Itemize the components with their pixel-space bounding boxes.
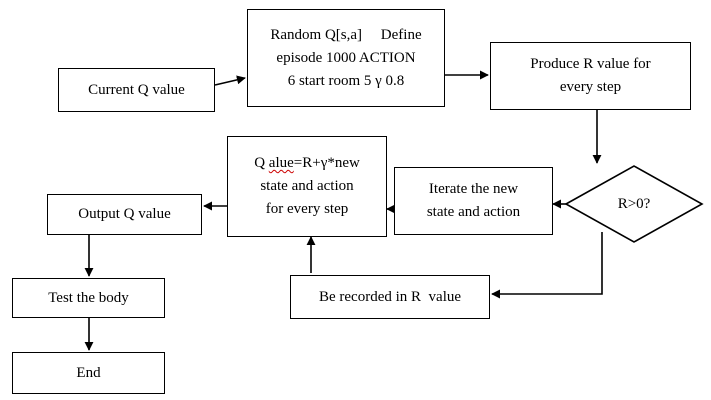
be-recorded-box: Be recorded in R value: [290, 275, 490, 319]
end-text: End: [76, 364, 101, 381]
q-alue-flagged-word: alue: [268, 155, 294, 171]
decision-label: R>0?: [617, 195, 651, 212]
test-the-body-box: Test the body: [12, 278, 165, 318]
q-alue-line-3: for every step: [265, 201, 349, 217]
current-q-value-text: Current Q value: [88, 81, 185, 98]
output-q-value-text: Output Q value: [78, 206, 171, 222]
produce-r-value-box: Produce R value for every step: [490, 42, 691, 110]
random-q-line-2: episode 1000 ACTION: [276, 49, 416, 66]
q-alue-first-word: Q: [254, 155, 266, 171]
arrow-decision-to-recorded: [491, 232, 603, 299]
test-the-body-text: Test the body: [48, 289, 129, 306]
end-box: End: [12, 352, 165, 394]
q-alue-update-box: Q alue=R+γ*new state and action for ever…: [227, 136, 387, 237]
iterate-line-1: Iterate the new: [428, 181, 519, 197]
random-q-line-1: Random Q[s,a] Define: [270, 26, 422, 43]
produce-r-line-2: every step: [559, 79, 622, 95]
q-alue-formula: =R+γ*new: [293, 155, 360, 171]
iterate-state-action-box: Iterate the new state and action: [394, 167, 553, 235]
q-alue-line-2: state and action: [260, 178, 354, 194]
be-recorded-text: Be recorded in R value: [318, 288, 462, 305]
random-q-define-box: Random Q[s,a] Define episode 1000 ACTION…: [247, 9, 445, 107]
current-q-value-box: Current Q value: [58, 68, 215, 112]
produce-r-line-1: Produce R value for: [530, 56, 651, 72]
decision-diamond: [564, 165, 704, 243]
arrow-current-to-random: [214, 75, 246, 86]
iterate-line-2: state and action: [426, 204, 521, 220]
output-q-value-box: Output Q value: [47, 194, 202, 235]
random-q-line-3: 6 start room 5 γ 0.8: [287, 72, 405, 89]
q-alue-line-1: Q alue=R+γ*new: [254, 152, 360, 175]
